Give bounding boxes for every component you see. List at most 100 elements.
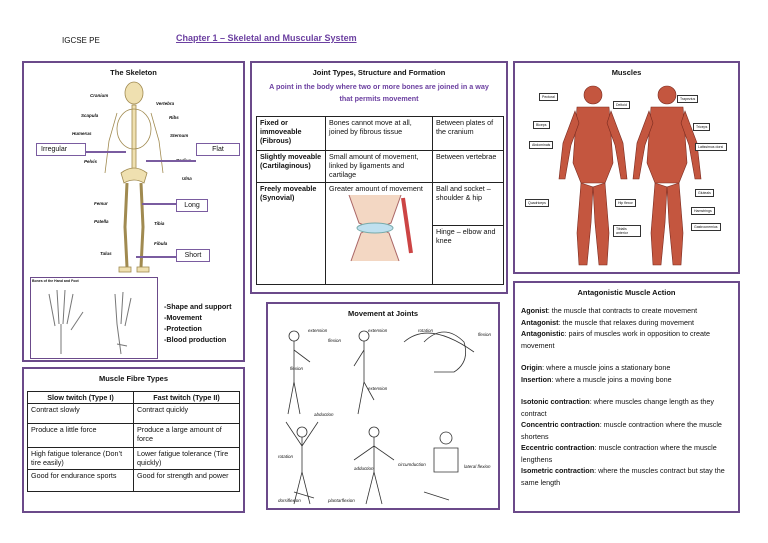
joints-panel: Joint Types, Structure and Formation A p… — [250, 61, 508, 294]
synovial-joint-icon — [348, 194, 413, 262]
fibre-title: Muscle Fibre Types — [98, 374, 169, 383]
bone-type-short: Short — [176, 249, 210, 262]
move-flexion-1: flexion — [328, 338, 342, 343]
movement-panel: Movement at Joints extension flexion fle… — [266, 302, 500, 510]
def-antagonistic: Antagonistic: pairs of muscles work in o… — [521, 329, 710, 350]
muscle-label-hip-flexor: Hip flexor — [615, 199, 636, 207]
def-insertion: Insertion: where a muscle joins a moving… — [521, 374, 672, 384]
arrow-flat — [146, 160, 196, 162]
arrow-short — [136, 256, 176, 258]
joint-desc-synovial: Greater amount of movement — [329, 184, 423, 193]
move-lateral-flexion: lateral flexion — [464, 464, 491, 469]
label-cranium: Cranium — [90, 93, 109, 98]
label-ribs: Ribs — [169, 115, 179, 120]
fibre-panel: Muscle Fibre Types Slow twitch (Type I) … — [22, 367, 245, 513]
fibre-slow-3: High fatigue tolerance (Don’t tire easil… — [27, 447, 134, 470]
move-flexion-2: flexion — [290, 366, 304, 371]
skeleton-illustration — [104, 81, 164, 273]
hand-foot-caption: Bones of the Hand and Foot — [32, 279, 79, 283]
antagonistic-panel: Antagonistic Muscle Action Agonist: the … — [513, 281, 740, 513]
label-vertebra: Vertebra — [156, 101, 175, 106]
move-abduction: abduction — [314, 412, 334, 417]
move-adduction: adduction — [354, 466, 374, 471]
label-talus: Talus — [100, 251, 112, 256]
move-rotation-2: rotation — [278, 454, 294, 459]
movement-title: Movement at Joints — [347, 309, 418, 318]
skeleton-panel: The Skeleton Cranium Vertebra Scapula Ri… — [22, 61, 245, 362]
label-sternum: Sternum — [170, 133, 189, 138]
muscle-label-latissimus: Latissimus dorsi — [695, 143, 727, 151]
move-extension-3: extension — [368, 386, 388, 391]
muscle-diagram — [558, 85, 702, 266]
def-concentric: Concentric contraction: muscle contracti… — [521, 420, 722, 441]
label-fibula: Fibula — [154, 241, 168, 246]
muscle-label-tibialis: Tibialis anterior — [613, 225, 641, 237]
joint-desc-synovial-cell: Greater amount of movement — [325, 182, 433, 285]
muscle-label-triceps: Triceps — [693, 123, 711, 131]
bone-functions: -Shape and support -Movement -Protection… — [164, 301, 232, 345]
joints-table: Fixed or immoveable (Fibrous) Bones cann… — [256, 116, 504, 285]
function-protection: -Protection — [164, 324, 202, 333]
def-agonist: Agonist: the muscle that contracts to cr… — [521, 306, 698, 315]
label-pelvis: Pelvis — [84, 159, 98, 164]
muscles-title: Muscles — [611, 68, 642, 77]
joint-example-synovial-cell: Ball and socket – shoulder & hip Hinge –… — [432, 182, 504, 285]
muscle-label-gluteals: Gluteals — [695, 189, 714, 197]
muscle-label-trapezius: Trapezius — [677, 95, 699, 103]
bone-type-flat: Flat — [196, 143, 240, 156]
bone-type-irregular: Irregular — [36, 143, 86, 156]
joints-title: Joint Types, Structure and Formation — [312, 68, 446, 77]
joint-desc-cartilaginous: Small amount of movement, linked by liga… — [325, 150, 433, 183]
fibre-fast-3: Lower fatigue tolerance (Tire quickly) — [133, 447, 240, 470]
muscle-label-abdominals: Abdominals — [529, 141, 554, 149]
muscle-label-pectoral: Pectoral — [539, 93, 558, 101]
skeleton-title: The Skeleton — [110, 68, 157, 77]
fibre-table: Slow twitch (Type I) Fast twitch (Type I… — [27, 391, 240, 492]
def-eccentric: Eccentric contraction: muscle contractio… — [521, 443, 717, 464]
arrow-irregular — [86, 151, 126, 153]
move-flexion-3: flexion — [478, 332, 492, 337]
joint-type-fibrous: Fixed or immoveable (Fibrous) — [256, 116, 326, 151]
muscles-panel: Muscles Pectoral Deltoid Trapezius Bicep… — [513, 61, 740, 274]
muscle-label-deltoid: Deltoid — [613, 101, 630, 109]
joint-definition: A point in the body where two or more bo… — [269, 82, 489, 103]
fibre-fast-4: Good for strength and power — [133, 469, 240, 492]
label-humerus: Humerus — [72, 131, 92, 136]
muscle-label-biceps: Biceps — [533, 121, 550, 129]
hand-foot-illustration: Bones of the Hand and Foot — [30, 277, 158, 359]
joint-example-fibrous: Between plates of the cranium — [432, 116, 504, 151]
joint-desc-fibrous: Bones cannot move at all, joined by fibr… — [325, 116, 433, 151]
label-femur: Femur — [94, 201, 108, 206]
label-scapula: Scapula — [81, 113, 99, 118]
move-rotation: rotation — [418, 328, 434, 333]
fibre-header-fast: Fast twitch (Type II) — [133, 391, 240, 404]
move-plantarflexion: plantarflexion — [328, 498, 355, 503]
antagonistic-definitions: Agonist: the muscle that contracts to cr… — [521, 305, 735, 488]
course-label: IGCSE PE — [62, 36, 100, 45]
fibre-slow-2: Produce a little force — [27, 423, 134, 448]
label-ulna: Ulna — [182, 176, 192, 181]
muscle-label-gastrocnemius: Gastrocnemius — [691, 223, 721, 231]
hand-foot-bones-icon — [48, 289, 132, 355]
fibre-slow-1: Contract slowly — [27, 403, 134, 424]
move-extension: extension — [308, 328, 328, 333]
bone-type-long: Long — [176, 199, 208, 212]
muscle-label-quadriceps: Quadriceps — [525, 199, 549, 207]
joint-type-cartilaginous: Slightly moveable (Cartilaginous) — [256, 150, 326, 183]
fibre-fast-2: Produce a large amount of force — [133, 423, 240, 448]
fibre-slow-4: Good for endurance sports — [27, 469, 134, 492]
arrow-long — [142, 203, 176, 205]
antagonistic-title: Antagonistic Muscle Action — [577, 288, 676, 297]
function-blood: -Blood production — [164, 335, 227, 344]
function-movement: -Movement — [164, 313, 202, 322]
joint-example-ball-socket: Ball and socket – shoulder & hip — [433, 183, 503, 226]
fibre-header-slow: Slow twitch (Type I) — [27, 391, 134, 404]
move-circumduction: circumduction — [398, 462, 426, 467]
page-title: Chapter 1 – Skeletal and Muscular System — [176, 33, 357, 43]
joint-example-cartilaginous: Between vertebrae — [432, 150, 504, 183]
movement-illustrations — [285, 330, 475, 505]
def-isometric: Isometric contraction: where the muscles… — [521, 466, 725, 487]
muscle-label-hamstrings: Hamstrings — [691, 207, 715, 215]
label-patella: Patella — [94, 219, 109, 224]
fibre-fast-1: Contract quickly — [133, 403, 240, 424]
